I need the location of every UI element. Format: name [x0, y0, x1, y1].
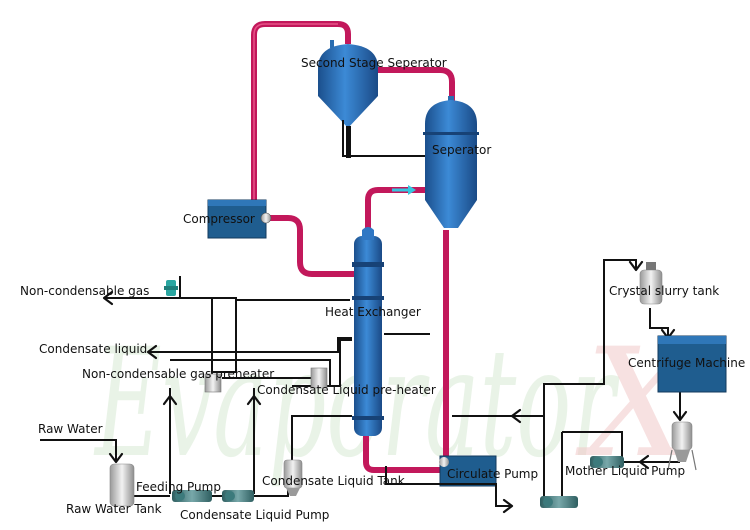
labels: Second Stage Seperator Seperator Compres…	[20, 56, 745, 522]
label-condensate-liquid-preheater: Condensate Liquid pre-heater	[257, 383, 436, 397]
compressor	[207, 199, 272, 239]
label-condensate-liquid-tank: Condensate Liquid Tank	[262, 474, 405, 488]
gas-valve	[164, 280, 178, 296]
non-condensable-gas-preheater	[204, 373, 222, 393]
label-condensate-liquid: Condensate liquid	[39, 342, 147, 356]
discharge-pump	[540, 496, 578, 508]
label-raw-water: Raw Water	[38, 422, 103, 436]
label-centrifuge-machine: Centrifuge Machine	[628, 356, 745, 370]
label-heat-exchanger: Heat Exchanger	[325, 305, 421, 319]
condensate-liquid-pump	[222, 490, 254, 502]
feeding-pump	[172, 490, 212, 502]
label-separator: Seperator	[432, 143, 491, 157]
heat-exchanger	[352, 227, 384, 436]
label-compressor: Compressor	[183, 212, 255, 226]
mother-liquid-tank	[667, 421, 697, 471]
label-condensate-liquid-pump: Condensate Liquid Pump	[180, 508, 329, 522]
condensate-liquid-preheater	[310, 367, 328, 389]
label-raw-water-tank: Raw Water Tank	[66, 502, 162, 516]
label-mother-liquid-pump: Mother Liquid Pump	[565, 464, 685, 478]
centrifuge-machine	[657, 335, 727, 393]
separator	[423, 96, 479, 228]
label-feeding-pump: Feeding Pump	[136, 480, 221, 494]
label-non-condensable-gas: Non-condensable gas	[20, 284, 149, 298]
label-circulate-pump: Circulate Pump	[447, 467, 538, 481]
raw-water-tank	[109, 463, 135, 507]
second-stage-separator	[318, 40, 378, 158]
label-non-condensable-gas-preheater: Non-condensable gas preheater	[82, 367, 274, 381]
label-crystal-slurry-tank: Crystal slurry tank	[609, 284, 719, 298]
condensate-liquid-tank	[283, 459, 303, 496]
mother-liquid-pump	[590, 456, 624, 468]
flow-lines	[40, 259, 688, 514]
separator-link-line	[342, 120, 428, 157]
crystal-slurry-tank	[639, 262, 663, 305]
label-second-stage-separator: Second Stage Seperator	[301, 56, 447, 70]
flow-arrow-cyan	[392, 185, 416, 195]
steam-pipes	[251, 21, 455, 473]
circulate-pump	[439, 455, 497, 487]
